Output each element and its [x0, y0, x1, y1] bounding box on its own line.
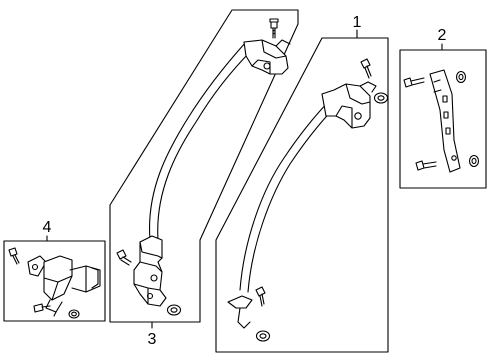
callout-3: 3 [148, 331, 157, 348]
bolt-icon [269, 18, 279, 39]
group-2-bracket [429, 69, 461, 173]
group-4-assembly: 4 [3, 219, 106, 322]
washer-icon [468, 154, 480, 168]
group-2-frame [399, 49, 487, 189]
group-1-frame [215, 37, 389, 353]
group-1-upper-anchor [321, 81, 377, 129]
group-3-upper-anchor [243, 39, 291, 75]
callout-1: 1 [353, 14, 362, 31]
group-1-lower-anchor [227, 295, 253, 329]
washer-icon [255, 330, 271, 342]
callout-2: 2 [438, 27, 447, 44]
bolt-icon [255, 286, 266, 307]
group-3-assembly: 3 [109, 9, 299, 348]
group-1-webbing [239, 95, 341, 293]
group-4-frame [3, 240, 106, 322]
bolt-icon [403, 77, 425, 88]
bolt-icon [33, 303, 51, 313]
bolt-icon [415, 160, 437, 171]
washer-icon [455, 70, 467, 84]
group-2-assembly: 2 [399, 27, 487, 189]
group-4-anchor-plate [27, 255, 47, 277]
washer-icon [68, 309, 80, 319]
group-3-retractor [133, 235, 167, 307]
washer-icon [166, 304, 182, 316]
bolt-icon [360, 58, 372, 79]
bolt-icon [8, 247, 20, 265]
group-3-frame [109, 9, 299, 323]
callout-4: 4 [43, 219, 52, 236]
group-3-webbing [148, 41, 253, 241]
group-4-buckle [43, 255, 101, 317]
group-1-assembly: 1 [215, 14, 389, 353]
bolt-icon [116, 249, 132, 266]
washer-icon [373, 92, 389, 104]
